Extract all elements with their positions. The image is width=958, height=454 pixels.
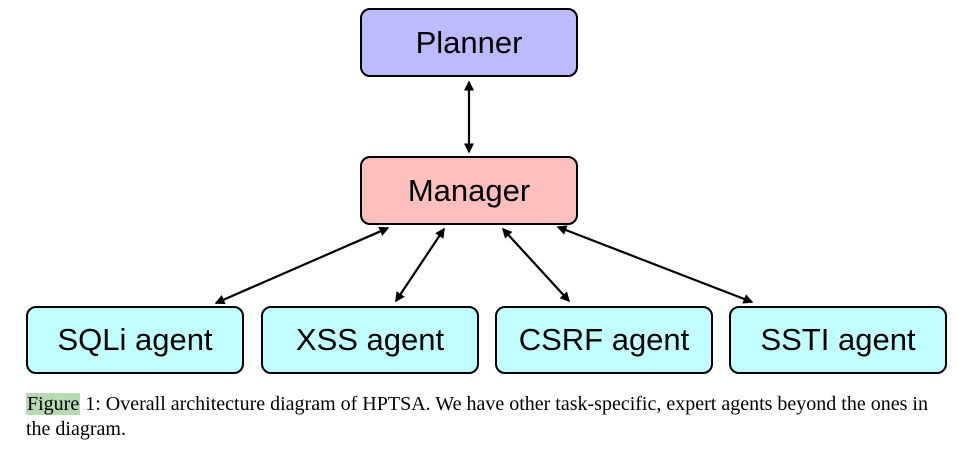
manager-node: Manager <box>360 156 578 225</box>
xss-agent-node: XSS agent <box>261 306 479 374</box>
figure-caption: Figure 1: Overall architecture diagram o… <box>26 392 952 442</box>
planner-node: Planner <box>360 8 578 77</box>
ssti-agent-node: SSTI agent <box>729 306 947 374</box>
ssti-agent-label: SSTI agent <box>760 322 916 357</box>
edge-manager-csrf <box>501 227 571 303</box>
edge-manager-sqli <box>214 226 390 305</box>
sqli-agent-node: SQLi agent <box>26 306 244 374</box>
sqli-agent-label: SQLi agent <box>57 322 213 357</box>
csrf-agent-node: CSRF agent <box>495 306 713 374</box>
edge-manager-xss <box>395 227 445 303</box>
csrf-agent-label: CSRF agent <box>518 322 690 357</box>
manager-label: Manager <box>407 172 531 208</box>
figure-number: 1 <box>85 393 96 415</box>
edge-manager-ssti <box>556 225 754 304</box>
figure-label: Figure <box>26 393 81 415</box>
architecture-diagram: Planner Manager SQLi agent XSS agent CSR… <box>26 8 947 374</box>
xss-agent-label: XSS agent <box>295 322 445 357</box>
planner-label: Planner <box>415 24 523 60</box>
edges-layer <box>214 80 754 305</box>
caption-text: : Overall architecture diagram of HPTSA.… <box>26 393 928 440</box>
